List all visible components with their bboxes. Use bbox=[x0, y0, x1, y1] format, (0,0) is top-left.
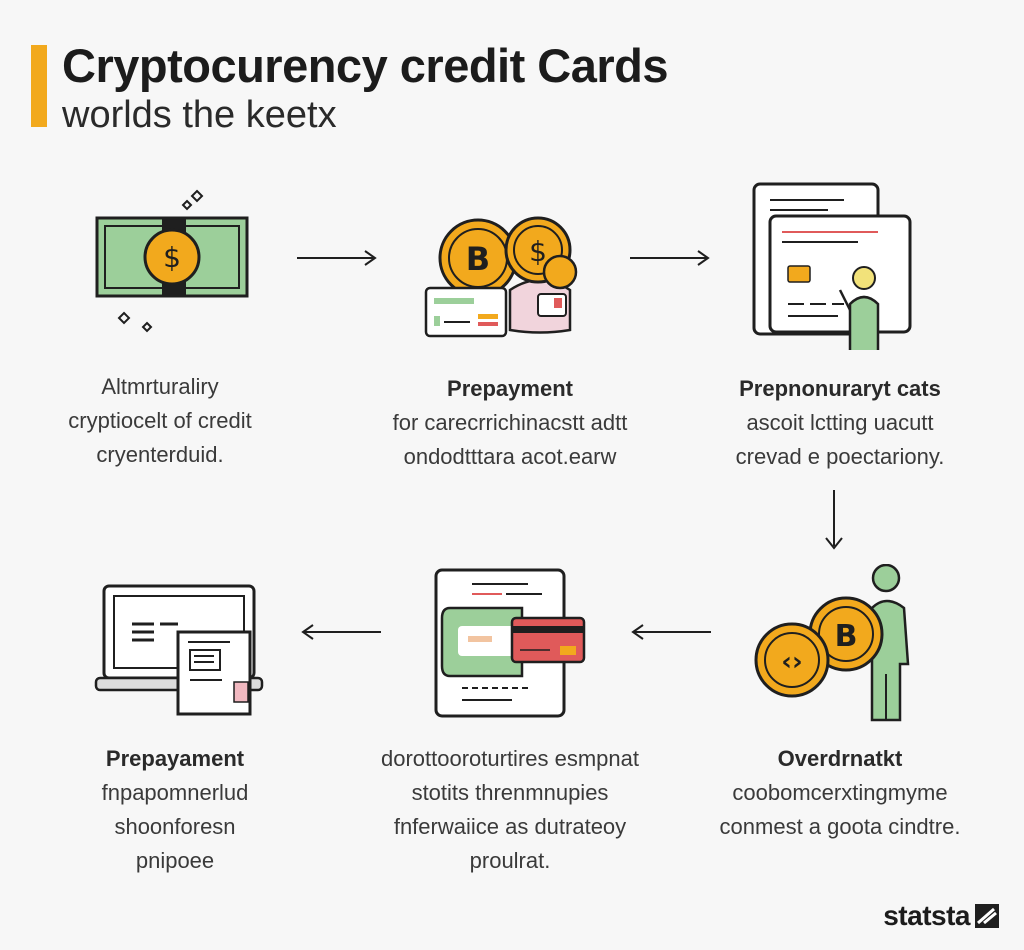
accent-bar bbox=[31, 45, 47, 127]
svg-text:B: B bbox=[835, 619, 858, 654]
banknote-coin-icon: $ bbox=[95, 189, 249, 333]
step-line: fnpapomnerlud bbox=[101, 780, 249, 806]
brand-mark-icon bbox=[975, 904, 999, 928]
step-caption-6: Overdrnatkt coobomcerxtingmyme conmest a… bbox=[690, 742, 990, 844]
step-caption-4: Prepayament fnpapomnerlud shoonforesn pn… bbox=[50, 742, 300, 878]
step-line: stotits threnmnupies bbox=[411, 780, 609, 806]
page-subtitle: worlds the keetx bbox=[62, 94, 337, 136]
step-line: crevad e poectariony. bbox=[735, 444, 945, 470]
step-line: dorottooroturtires esmpnat bbox=[380, 746, 640, 771]
coins-person-icon: B ‹› bbox=[754, 564, 910, 722]
step-line: pnipoee bbox=[135, 848, 215, 874]
brand-logo: statsta bbox=[883, 900, 1000, 932]
arrow-left-icon bbox=[301, 624, 381, 640]
laptop-receipt-icon bbox=[94, 584, 264, 716]
bitcoin-card-icon: B $ bbox=[424, 216, 578, 338]
step-head: Prepayment bbox=[447, 376, 573, 401]
arrow-down-icon bbox=[825, 490, 843, 550]
step-line: Altmrturaliry bbox=[101, 374, 219, 399]
step-line: for carecrrichinacstt adtt bbox=[392, 410, 628, 436]
svg-text:$: $ bbox=[529, 235, 547, 268]
step-caption-1: Altmrturaliry cryptiocelt of credit crye… bbox=[40, 370, 280, 472]
step-line: shoonforesn bbox=[114, 814, 236, 840]
page-title: Cryptocurency credit Cards bbox=[62, 39, 669, 92]
arrow-right-icon bbox=[297, 250, 377, 266]
svg-text:‹›: ‹› bbox=[781, 647, 802, 677]
svg-text:$: $ bbox=[163, 241, 181, 274]
step-head: Prepayament bbox=[105, 746, 245, 771]
step-line: conmest a goota cindtre. bbox=[719, 814, 961, 840]
card-statement-icon bbox=[752, 182, 912, 350]
step-caption-5: dorottooroturtires esmpnat stotits thren… bbox=[340, 742, 680, 878]
step-head: Overdrnatkt bbox=[777, 746, 903, 771]
step-line: fnferwaiice as dutrateoy bbox=[393, 814, 627, 840]
step-line: proulrat. bbox=[469, 848, 551, 874]
step-head: Prepnonuraryt cats bbox=[739, 376, 941, 401]
step-line: cryenterduid. bbox=[96, 442, 224, 468]
step-line: ondodtttara acot.earw bbox=[403, 444, 617, 470]
brand-name: statsta bbox=[883, 900, 970, 931]
svg-text:B: B bbox=[466, 240, 490, 278]
arrow-right-icon bbox=[630, 250, 710, 266]
document-card-icon bbox=[434, 568, 586, 718]
step-line: ascoit lctting uacutt bbox=[746, 410, 934, 436]
step-caption-3: Prepnonuraryt cats ascoit lctting uacutt… bbox=[690, 372, 990, 474]
step-line: coobomcerxtingmyme bbox=[732, 780, 948, 806]
arrow-left-icon bbox=[631, 624, 711, 640]
step-caption-2: Prepayment for carecrrichinacstt adtt on… bbox=[350, 372, 670, 474]
step-line: cryptiocelt of credit bbox=[68, 408, 252, 434]
